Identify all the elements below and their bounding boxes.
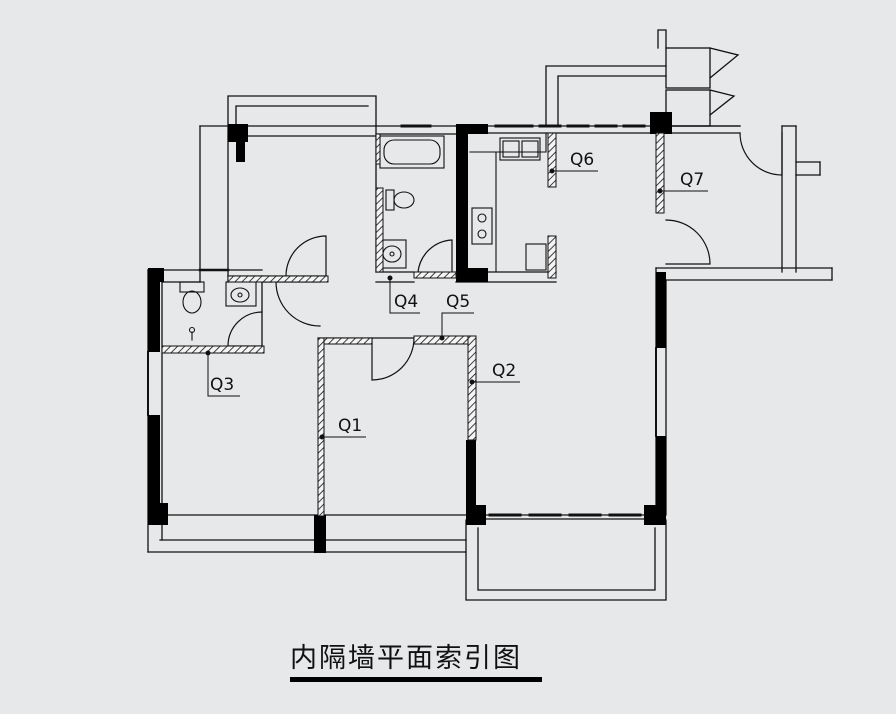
label-q2: Q2: [492, 361, 516, 381]
wall-q4-top: [413, 271, 457, 279]
label-q5: Q5: [446, 292, 470, 312]
wall-bath-edge: [375, 133, 381, 165]
stove-icon: [471, 207, 493, 245]
label-q4: Q4: [394, 292, 418, 312]
door-swings: [227, 132, 783, 381]
label-q6: Q6: [570, 150, 594, 170]
partition-walls: [161, 132, 665, 517]
structural-columns: [148, 112, 672, 553]
wall-q3-upper: [227, 275, 329, 283]
label-q7: Q7: [680, 170, 704, 190]
wall-q6-lower: [547, 235, 557, 279]
fridge-icon: [525, 243, 547, 271]
wall-q1: [317, 337, 325, 517]
wall-q7: [655, 132, 665, 214]
wall-q1-top: [323, 337, 373, 345]
toilet-icon: [179, 281, 205, 314]
basin-icon: [225, 281, 257, 307]
floor-drain-icon: [188, 326, 196, 341]
label-q1: Q1: [338, 416, 362, 436]
wall-q4: [375, 187, 384, 273]
wall-q3: [161, 345, 265, 354]
label-leaders: [205, 168, 708, 440]
label-q3: Q3: [210, 375, 234, 395]
fixtures: [147, 124, 657, 517]
title-underline: [290, 677, 542, 682]
toilet-icon: [385, 189, 415, 211]
wall-q2: [467, 335, 477, 441]
sink-icon: [499, 137, 541, 161]
drawing-title: 内隔墙平面索引图: [290, 643, 522, 674]
wall-q6: [547, 132, 557, 188]
